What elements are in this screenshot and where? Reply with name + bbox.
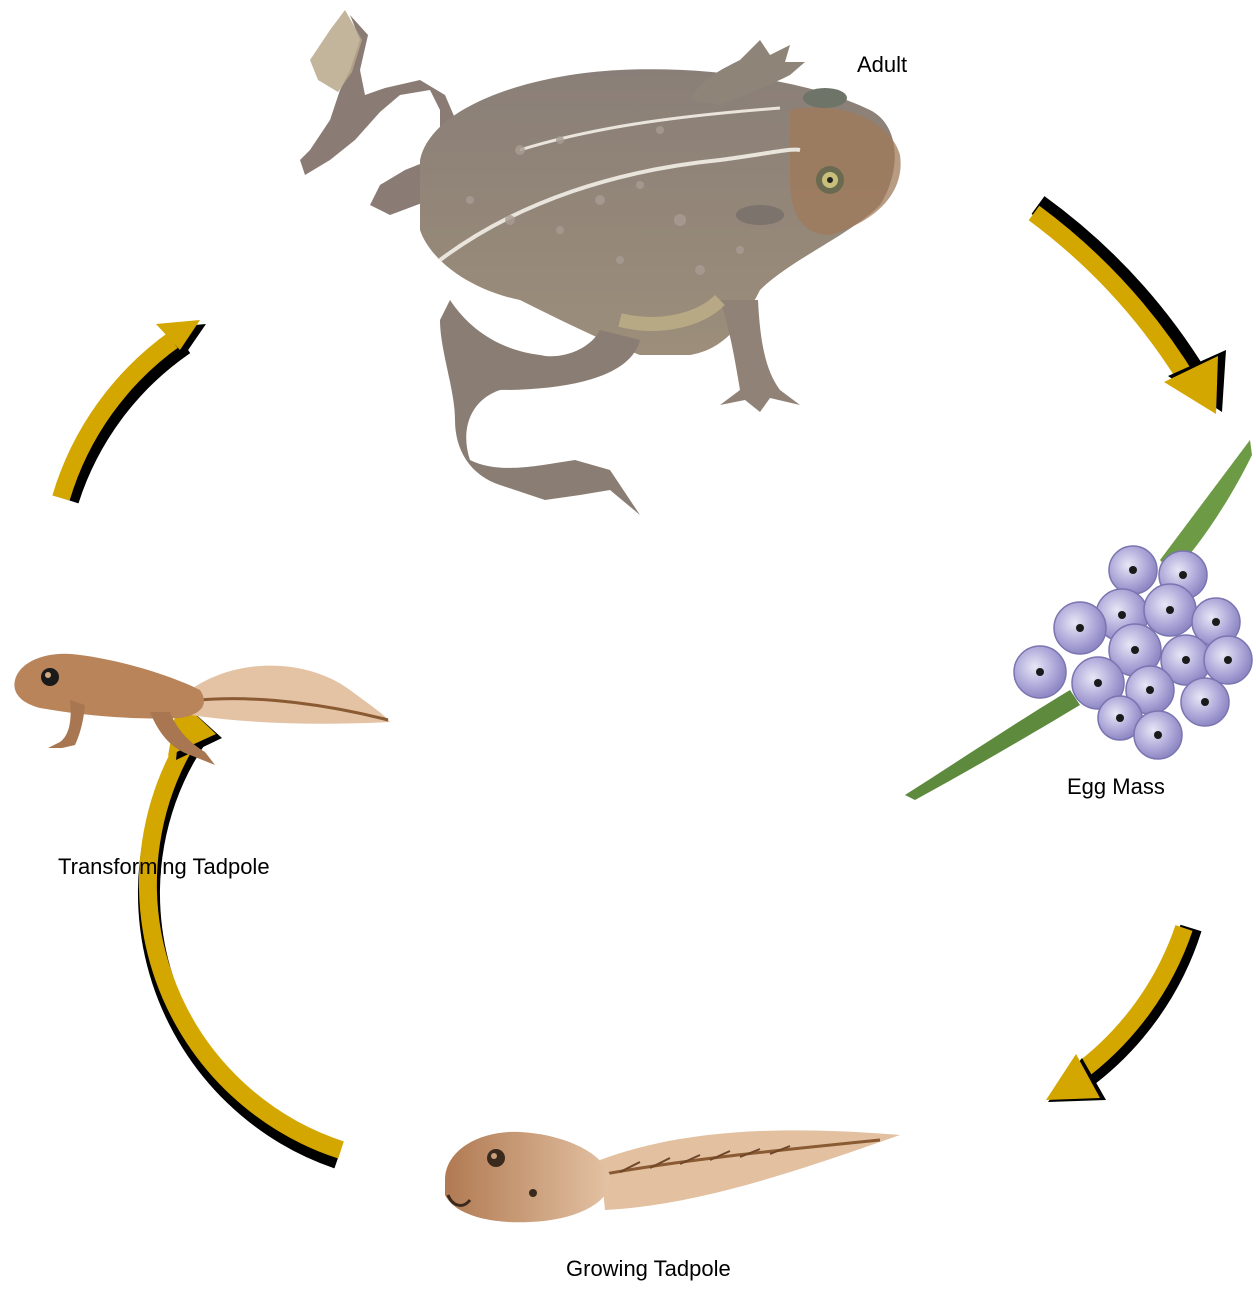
label-adult: Adult bbox=[857, 52, 907, 78]
arrow-egg-to-growing bbox=[1046, 928, 1191, 1102]
arrow-adult-to-egg bbox=[1034, 205, 1226, 414]
arrow-transforming-to-adult bbox=[61, 320, 206, 500]
arrow-growing-to-transforming bbox=[148, 698, 341, 1158]
adult-toad-illustration bbox=[300, 10, 901, 515]
label-egg-mass: Egg Mass bbox=[1067, 774, 1165, 800]
growing-tadpole-illustration bbox=[445, 1130, 900, 1222]
egg-mass-illustration bbox=[905, 440, 1252, 800]
label-growing-tadpole: Growing Tadpole bbox=[566, 1256, 731, 1282]
label-transforming-tadpole: Transforming Tadpole bbox=[58, 854, 270, 880]
